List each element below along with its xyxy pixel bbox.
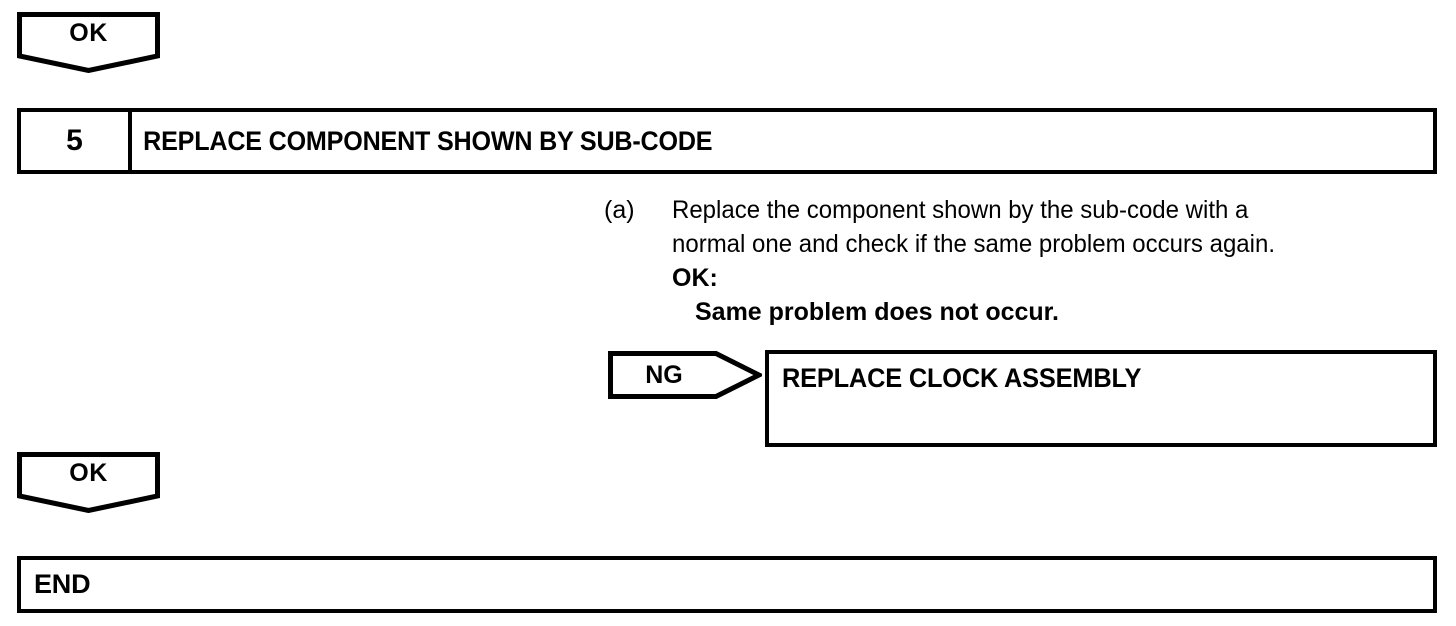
pentagon-down-shape-bottom — [17, 452, 160, 513]
pentagon-down-shape-top — [17, 12, 160, 73]
step-title: REPLACE COMPONENT SHOWN BY SUB-CODE — [143, 125, 713, 156]
instruction-line-2: normal one and check if the same problem… — [672, 230, 1275, 258]
instruction-line-1-row: (a) Replace the component shown by the s… — [604, 193, 1454, 227]
ng-result-box: REPLACE CLOCK ASSEMBLY — [765, 350, 1437, 447]
ok-connector-top: OK — [17, 12, 160, 73]
end-box: END — [17, 556, 1437, 613]
instruction-block: (a) Replace the component shown by the s… — [604, 193, 1454, 329]
instruction-line-1: Replace the component shown by the sub-c… — [672, 196, 1249, 224]
step-header-bar: 5 REPLACE COMPONENT SHOWN BY SUB-CODE — [17, 108, 1437, 174]
ok-condition-text: Same problem does not occur. — [695, 298, 1059, 326]
instruction-marker: (a) — [604, 196, 635, 224]
ok-connector-top-label: OK — [69, 19, 108, 47]
instruction-line-2-row: normal one and check if the same problem… — [604, 227, 1454, 261]
ng-result-label: REPLACE CLOCK ASSEMBLY — [782, 363, 1142, 393]
ng-branch-arrow: NG — [608, 351, 762, 399]
end-label: END — [34, 569, 91, 599]
pentagon-right-shape — [608, 351, 762, 399]
ok-condition-label: OK: — [672, 264, 718, 292]
ok-connector-bottom-label: OK — [69, 459, 108, 487]
ng-branch-label: NG — [645, 361, 683, 389]
ok-connector-bottom: OK — [17, 452, 160, 513]
step-number: 5 — [21, 112, 132, 170]
